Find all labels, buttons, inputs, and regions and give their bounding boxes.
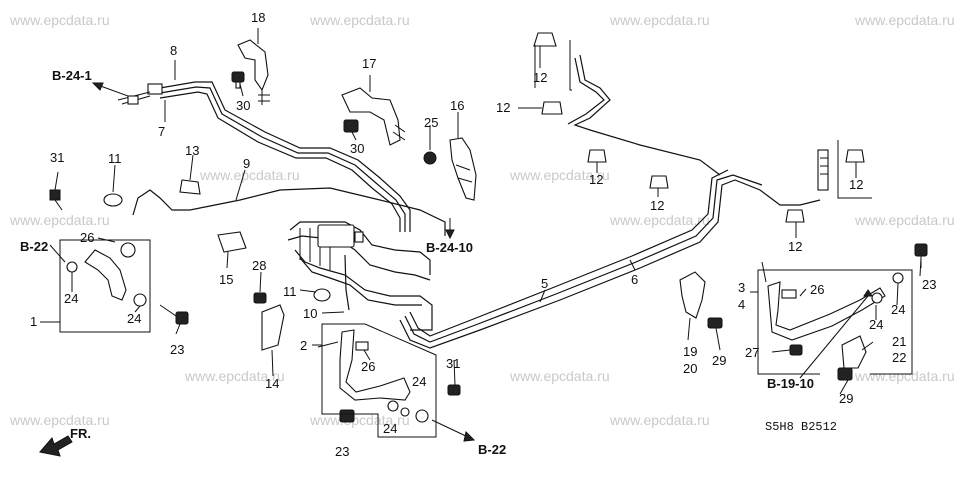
left-assembly-bracket: [40, 239, 151, 333]
ref-b22-bottom: B-22: [478, 442, 506, 457]
callout-18: 18: [251, 10, 265, 25]
callout-11a: 11: [108, 151, 122, 166]
callout-6: 6: [631, 272, 638, 287]
callout-9: 9: [243, 156, 250, 171]
callout-21: 21: [892, 334, 906, 349]
callout-23c: 23: [922, 277, 936, 292]
ref-b24-10: B-24-10: [426, 240, 473, 255]
watermark-6: www.epcdata.ru: [199, 167, 300, 183]
reference-arrows: [39, 82, 873, 457]
callout-24f: 24: [891, 302, 905, 317]
callout-20: 20: [683, 361, 697, 376]
callout-23b: 23: [335, 444, 349, 459]
distribution-block: [317, 224, 355, 248]
ref-b22-left: B-22: [20, 239, 48, 254]
callout-29a: 29: [712, 353, 726, 368]
watermark-14: www.epcdata.ru: [309, 412, 410, 428]
watermark-12: www.epcdata.ru: [854, 368, 955, 384]
reference-labels: B-24-1 B-22 B-24-10 B-19-10 B-22 FR. S5H…: [20, 68, 837, 457]
callout-25: 25: [424, 115, 438, 130]
callout-23a: 23: [170, 342, 184, 357]
callout-12c: 12: [589, 172, 603, 187]
callout-26c: 26: [810, 282, 824, 297]
ref-b19-10: B-19-10: [767, 376, 814, 391]
callout-29b: 29: [839, 391, 853, 406]
group-brackets: [40, 40, 913, 438]
ref-b24-1: B-24-1: [52, 68, 92, 83]
callout-14: 14: [265, 376, 279, 391]
watermark-3: www.epcdata.ru: [609, 12, 710, 28]
brake-pipes: [132, 54, 821, 349]
callout-12d: 12: [650, 198, 664, 213]
callout-13: 13: [185, 143, 199, 158]
watermark-2: www.epcdata.ru: [309, 12, 410, 28]
callout-3: 3: [738, 280, 745, 295]
diagram-code: S5H8 B2512: [765, 420, 837, 434]
callout-15: 15: [219, 272, 233, 287]
watermark-15: www.epcdata.ru: [609, 412, 710, 428]
watermark-5: www.epcdata.ru: [9, 212, 110, 228]
callouts: 18 8 30 7 17 30 25 16 12 12 12 12 12 12 …: [30, 10, 936, 459]
callout-1: 1: [30, 314, 37, 329]
callout-22: 22: [892, 350, 906, 365]
callout-7: 7: [158, 124, 165, 139]
callout-30b: 30: [350, 141, 364, 156]
callout-4: 4: [738, 297, 745, 312]
front-arrow-icon: [39, 435, 73, 457]
callout-19: 19: [683, 344, 697, 359]
leader-lines: [54, 28, 922, 395]
callout-24e: 24: [869, 317, 883, 332]
callout-26a: 26: [80, 230, 94, 245]
front-marker: FR.: [70, 426, 91, 441]
watermark-9: www.epcdata.ru: [854, 212, 955, 228]
right-assembly-bracket: [750, 269, 913, 375]
callout-28: 28: [252, 258, 266, 273]
callout-12b: 12: [496, 100, 510, 115]
callout-12e: 12: [849, 177, 863, 192]
callout-31a: 31: [50, 150, 64, 165]
callout-2: 2: [300, 338, 307, 353]
callout-26b: 26: [361, 359, 375, 374]
callout-30a: 30: [236, 98, 250, 113]
watermarks: www.epcdata.ru www.epcdata.ru www.epcdat…: [9, 12, 955, 428]
callout-24b: 24: [127, 311, 141, 326]
callout-24d: 24: [383, 421, 397, 436]
watermark-4: www.epcdata.ru: [854, 12, 955, 28]
watermark-8: www.epcdata.ru: [609, 212, 710, 228]
watermark-10: www.epcdata.ru: [184, 368, 285, 384]
callout-12a: 12: [533, 70, 547, 85]
callout-8: 8: [170, 43, 177, 58]
callout-11b: 11: [283, 284, 297, 299]
callout-17: 17: [362, 56, 376, 71]
callout-24a: 24: [64, 291, 78, 306]
watermark-7: www.epcdata.ru: [509, 167, 610, 183]
callout-16: 16: [450, 98, 464, 113]
callout-12f: 12: [788, 239, 802, 254]
callout-5: 5: [541, 276, 548, 291]
callout-10: 10: [303, 306, 317, 321]
callout-31b: 31: [446, 356, 460, 371]
watermark-13: www.epcdata.ru: [9, 412, 110, 428]
watermark-11: www.epcdata.ru: [509, 368, 610, 384]
parts: [49, 32, 928, 423]
callout-24c: 24: [412, 374, 426, 389]
watermark-1: www.epcdata.ru: [9, 12, 110, 28]
middle-assembly-bracket: [312, 323, 437, 438]
callout-27: 27: [745, 345, 759, 360]
